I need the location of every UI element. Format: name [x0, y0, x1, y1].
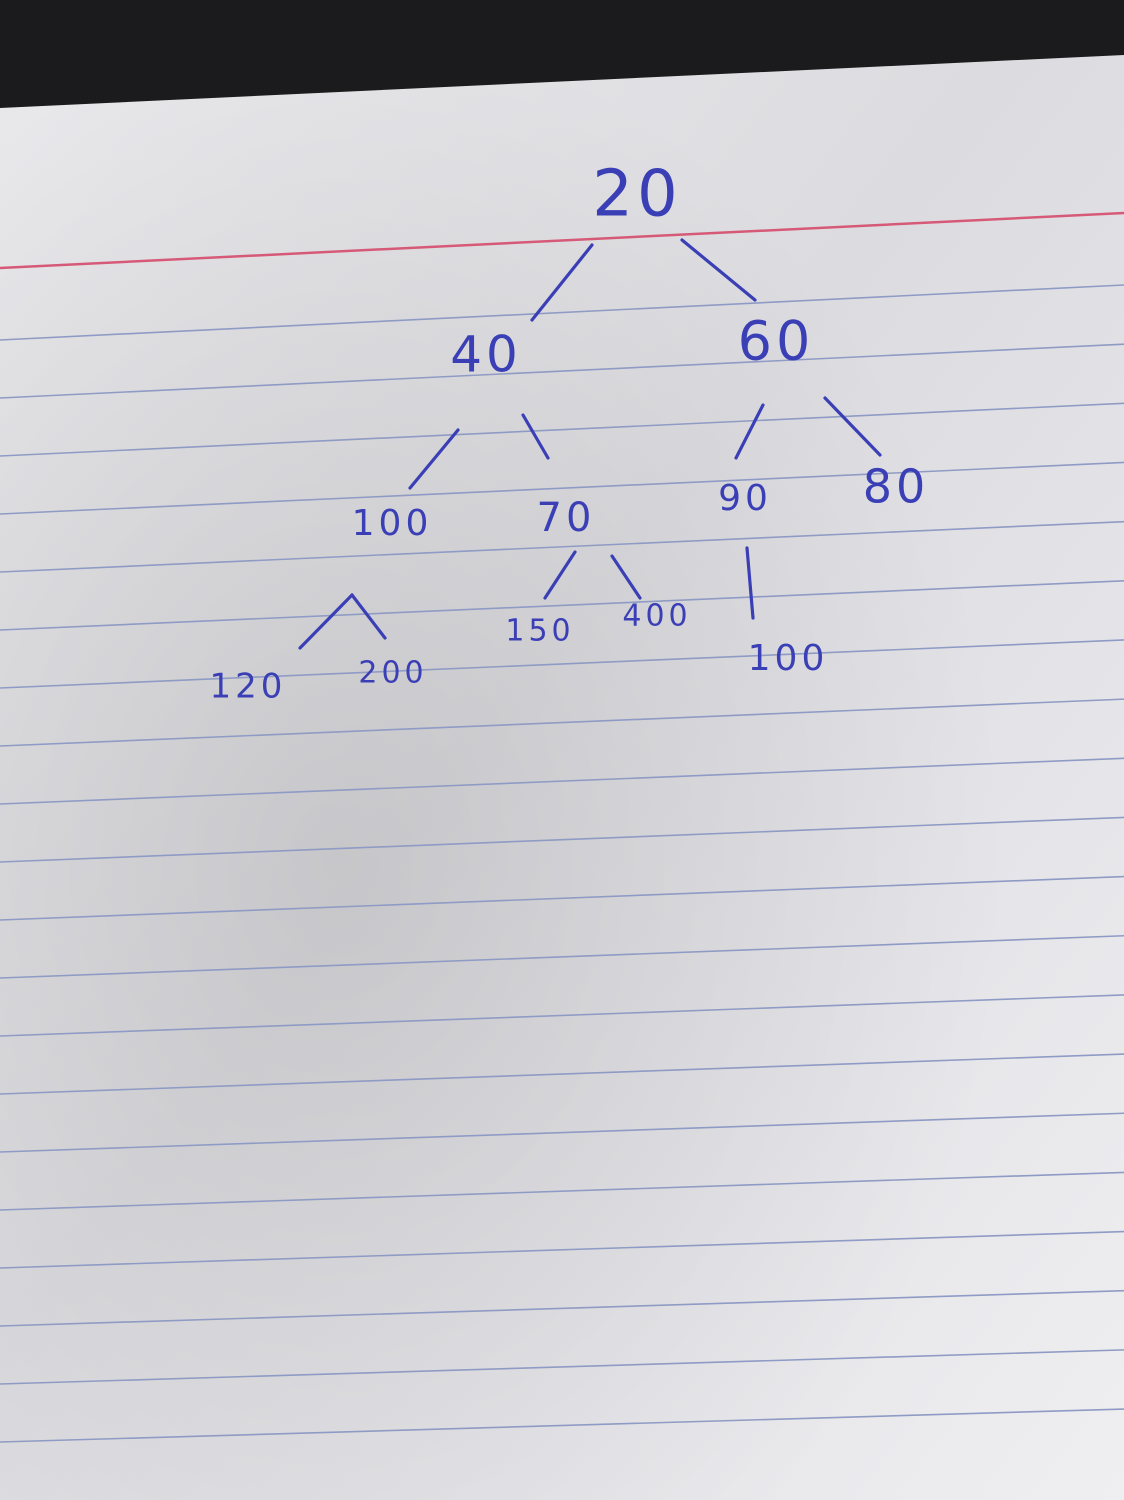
- ruled-line: [0, 698, 1124, 747]
- node-120: 120: [210, 667, 287, 707]
- edge-60-80: [823, 396, 882, 457]
- ruled-line: [0, 934, 1124, 979]
- ruled-line: [0, 1112, 1124, 1153]
- ruled-line: [0, 757, 1124, 805]
- ruled-line: [0, 461, 1124, 515]
- edge-70-150: [543, 550, 577, 600]
- ruled-line: [0, 1053, 1124, 1095]
- node-20: 20: [592, 158, 681, 232]
- node-400: 400: [622, 599, 691, 634]
- node-90: 90: [718, 478, 772, 519]
- ruled-line: [0, 994, 1124, 1037]
- edge-100-200: [350, 593, 387, 640]
- ruled-lines: [0, 284, 1124, 1443]
- node-200: 200: [358, 656, 427, 691]
- node-70: 70: [537, 495, 596, 541]
- paper-shadow: [0, 80, 1124, 1500]
- tree-edges: [298, 238, 882, 650]
- node-150: 150: [505, 614, 574, 649]
- node-40: 40: [450, 326, 522, 384]
- margin-line: [0, 211, 1124, 270]
- ruled-line: [0, 816, 1124, 863]
- ruled-line: [0, 284, 1124, 341]
- edge-20-60: [680, 238, 757, 302]
- ruled-line: [0, 1349, 1124, 1385]
- ruled-line: [0, 639, 1124, 689]
- ruled-line: [0, 1408, 1124, 1443]
- edge-40-100: [408, 428, 460, 490]
- ruled-line: [0, 580, 1124, 631]
- ruled-line: [0, 520, 1124, 573]
- ruled-line: [0, 1230, 1124, 1269]
- tree-nodes: 20 40 60 100 70 90 80 120 200 150 400 10…: [210, 158, 930, 707]
- ruled-line: [0, 343, 1124, 399]
- edge-90-100: [745, 546, 755, 620]
- edge-100-120: [298, 593, 354, 650]
- node-60: 60: [738, 310, 815, 373]
- node-100b: 100: [748, 638, 829, 679]
- edge-70-400: [610, 554, 642, 600]
- node-80: 80: [863, 460, 930, 514]
- ruled-line: [0, 402, 1124, 457]
- edge-60-90: [734, 403, 765, 460]
- edge-40-70: [521, 413, 550, 460]
- ruled-line: [0, 1171, 1124, 1211]
- ruled-line: [0, 875, 1124, 921]
- edge-20-40: [530, 243, 594, 322]
- ruled-line: [0, 1289, 1124, 1327]
- node-100: 100: [352, 503, 433, 544]
